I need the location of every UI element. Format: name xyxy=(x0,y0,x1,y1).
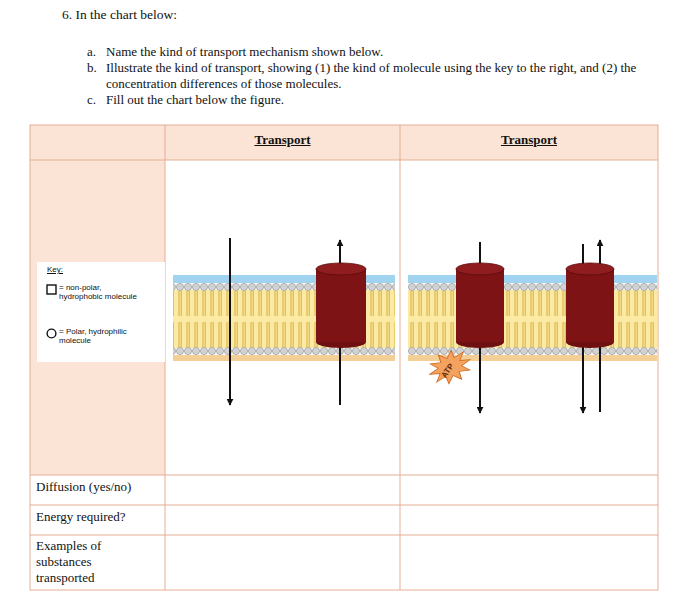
instruction-text: Fill out the chart below the figure. xyxy=(106,92,666,108)
row-line xyxy=(30,505,658,506)
item-letter: b. xyxy=(87,60,107,76)
water-band xyxy=(408,275,657,283)
key-heading: Key: xyxy=(47,265,87,275)
instruction-text: Name the kind of transport mechanism sho… xyxy=(106,44,666,60)
circle-symbol xyxy=(47,329,56,338)
question-heading: 6. In the chart below: xyxy=(62,7,177,23)
diffusion-arrow xyxy=(229,238,231,405)
row-line xyxy=(30,475,658,476)
column-header: Transport xyxy=(165,132,400,148)
protein-body xyxy=(316,269,366,342)
row-label: Energy required? xyxy=(36,509,161,525)
cytoplasm-band xyxy=(173,355,395,361)
channel-protein xyxy=(316,263,366,348)
square-symbol xyxy=(47,285,56,294)
membrane-right xyxy=(408,275,657,361)
column-line xyxy=(400,125,401,590)
protein-body xyxy=(456,269,504,342)
row-line xyxy=(30,160,658,161)
phospholipid-bilayer xyxy=(408,283,657,355)
atp-starburst xyxy=(424,345,475,389)
row-label: Diffusion (yes/no) xyxy=(36,479,161,495)
pump-protein xyxy=(456,263,504,348)
protein-body xyxy=(566,269,614,342)
item-letter: c. xyxy=(87,92,107,108)
transport-arrows xyxy=(230,238,600,413)
protein-top xyxy=(316,263,366,275)
protein-top xyxy=(456,263,504,275)
key-box xyxy=(37,262,165,362)
header-row-fill xyxy=(30,125,658,160)
legend-text: = non-polar, hydrophobic molecule xyxy=(59,283,139,301)
legend-text: = Polar, hydrophilic molecule xyxy=(59,327,139,345)
column-header: Transport xyxy=(400,132,658,148)
atp-label: ATP xyxy=(439,350,464,380)
protein-top xyxy=(566,263,614,275)
table-grid xyxy=(30,125,658,590)
item-letter: a. xyxy=(87,44,107,60)
row-label: Examples of substances transported xyxy=(36,538,136,586)
legend-swatch xyxy=(46,284,57,295)
table-border xyxy=(30,125,658,590)
row-line xyxy=(30,535,658,536)
key-column-fill xyxy=(30,160,165,475)
instruction-text: Illustrate the kind of transport, showin… xyxy=(106,60,662,92)
antiport-protein xyxy=(566,263,614,348)
legend-swatch xyxy=(46,328,57,339)
